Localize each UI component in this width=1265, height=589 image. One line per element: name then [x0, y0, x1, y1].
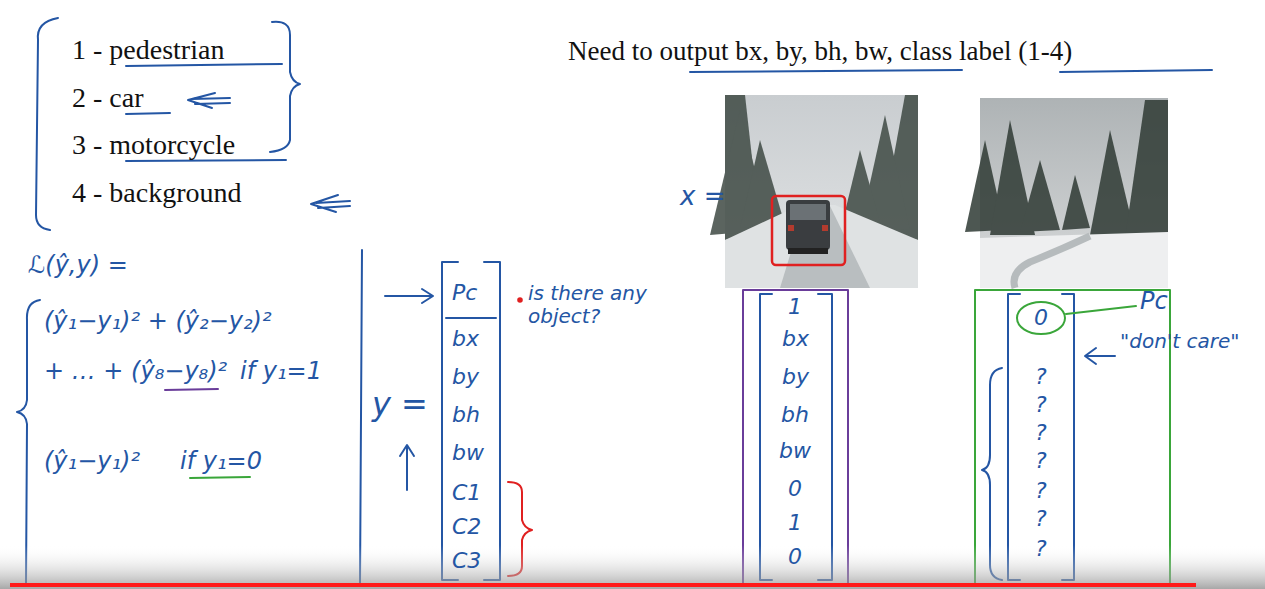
vector-entry: bx — [782, 328, 809, 350]
vector-label: y = — [372, 386, 428, 423]
vector-entry: ? — [1035, 480, 1047, 502]
vector-entry: bx — [452, 326, 479, 351]
label-vector: 0??????? — [975, 290, 1170, 584]
vector-entry: ? — [1035, 538, 1047, 560]
vector-entry: ? — [1035, 366, 1047, 388]
vector-entry: ? — [1035, 450, 1047, 472]
loss-condition: if y₁=0 — [180, 448, 262, 476]
vector-entry: by — [452, 364, 479, 389]
vector-entry: ? — [1035, 508, 1047, 530]
vector-entry: C2 — [452, 514, 481, 539]
vector-entry: bh — [452, 402, 480, 427]
vector-entry: C1 — [452, 480, 481, 505]
vector-entry: 0 — [788, 478, 802, 500]
loss-term: (ŷ₁−y₁)² + (ŷ₂−y₂)² — [44, 308, 272, 336]
annotation-note: is there any object? — [528, 282, 648, 328]
vector-entry: 1 — [788, 296, 802, 318]
class-item: 4 - background — [72, 177, 242, 209]
vector-entry: bh — [781, 404, 809, 426]
class-item: 3 - motorcycle — [72, 129, 235, 161]
vector-entry: C3 — [452, 548, 481, 573]
label-vector: 1 bx by bh bw 0 1 0 — [743, 290, 848, 584]
input-label: x = — [680, 182, 725, 212]
vector-entry: 1 — [788, 512, 802, 534]
loss-heading: ℒ(ŷ,y) = — [28, 252, 128, 280]
vector-entry: bw — [452, 440, 484, 465]
loss-term: (ŷ₁−y₁)² — [44, 448, 140, 476]
vector-entry: Pc — [452, 280, 477, 305]
task-statement: Need to output bx, by, bh, bw, class lab… — [568, 36, 1072, 67]
vector-entry: 0 — [788, 546, 802, 568]
annotation-note: Pc — [1140, 288, 1168, 316]
vector-entry: by — [782, 366, 809, 388]
vector-entry: ? — [1035, 422, 1047, 444]
vector-entry: bw — [779, 440, 811, 462]
annotation-note: "don't care" — [1120, 330, 1240, 353]
loss-term: + … + (ŷ₈−y₈)² — [44, 358, 227, 386]
vector-entry: 0 — [1034, 307, 1048, 329]
vector-entry: ? — [1035, 394, 1047, 416]
loss-condition: if y₁=1 — [240, 358, 322, 386]
class-item: 1 - pedestrian — [72, 34, 224, 66]
class-item: 2 - car — [72, 82, 144, 114]
